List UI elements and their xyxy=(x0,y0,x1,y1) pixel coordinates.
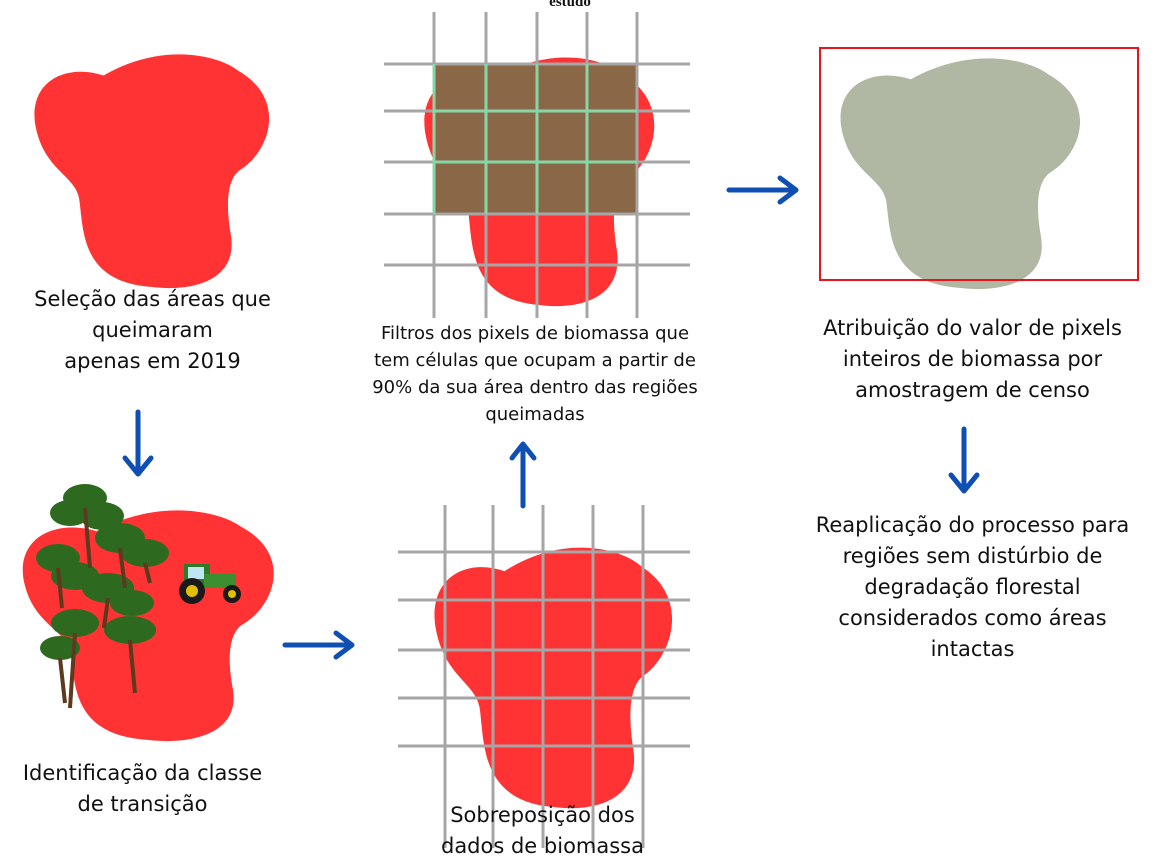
step-transition-label: Identificação da classe de transição xyxy=(22,761,263,816)
step-reapplication-label: Reaplicação do processo para regiões sem… xyxy=(815,513,1130,661)
arrow-down-icon xyxy=(122,409,154,477)
arrow-right-icon xyxy=(726,175,799,205)
step-overlay-label: Sobreposição dos dados de biomassa xyxy=(440,803,644,858)
tree-icon xyxy=(36,484,169,709)
diagram-title-fragment: estudo xyxy=(549,0,591,10)
highlight-frame xyxy=(819,47,1139,281)
arrow-up-icon xyxy=(509,441,537,509)
step-attribution-label: Atribuição do valor de pixels inteiros d… xyxy=(823,316,1122,402)
step-selection-label: Seleção das áreas que queimaram apenas e… xyxy=(34,287,271,373)
step-filter-label: Filtros dos pixels de biomassa que tem c… xyxy=(372,323,698,425)
arrow-down-icon xyxy=(948,426,980,494)
arrow-right-icon xyxy=(282,630,355,660)
tractor-icon xyxy=(179,564,241,604)
